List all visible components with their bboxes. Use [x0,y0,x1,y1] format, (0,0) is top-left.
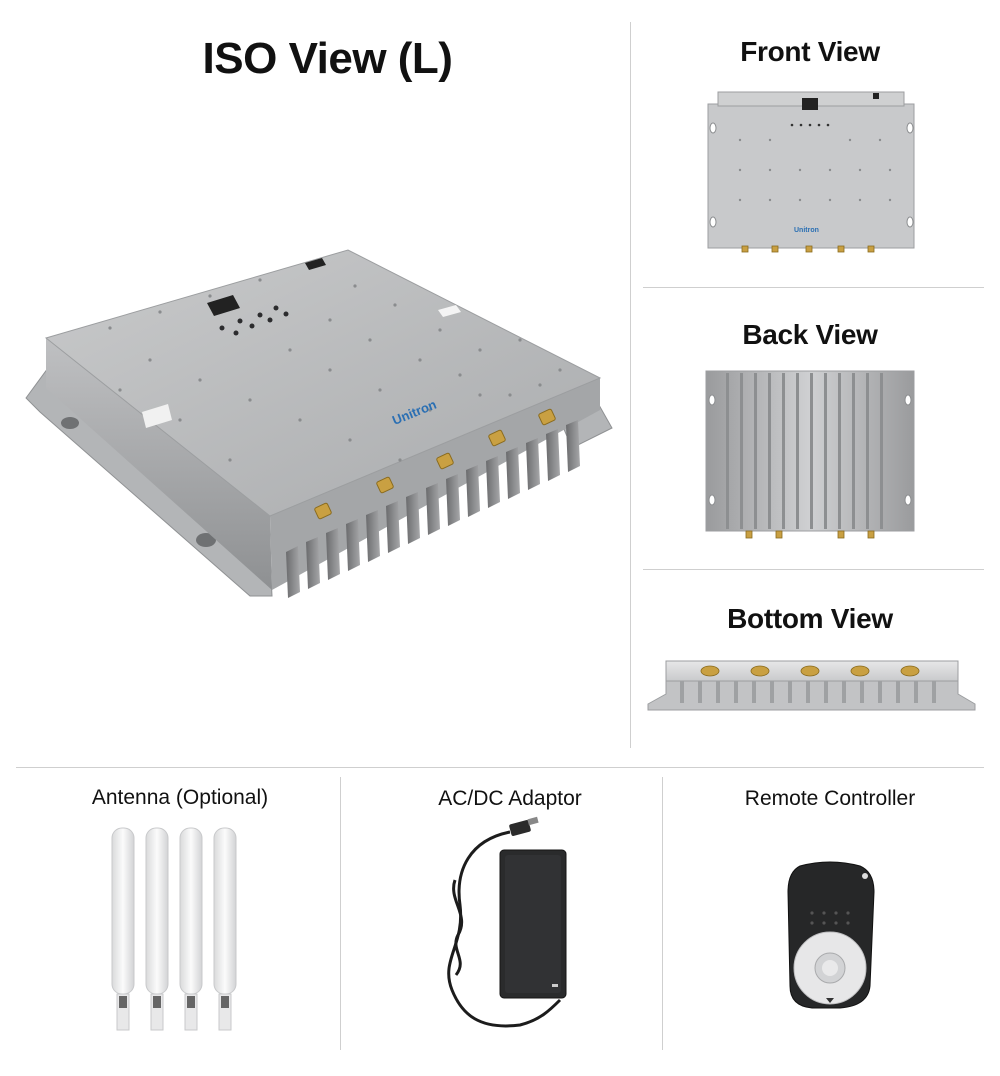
remote-title: Remote Controller [744,787,916,810]
back-view-title: Back View [742,319,878,350]
divider-accessory-2 [662,777,663,1050]
front-view-title: Front View [740,36,880,67]
antenna-title: Antenna (Optional) [91,786,269,809]
divider-main-accessories [16,767,984,768]
divider-vertical-top [630,22,631,748]
adaptor-title: AC/DC Adaptor [438,787,582,810]
divider-front-back [643,287,984,288]
iso-view-title: ISO View (L) [202,34,453,83]
bottom-view-title: Bottom View [727,603,893,634]
svg-text:Unitron: Unitron [794,227,819,234]
divider-accessory-1 [340,777,341,1050]
divider-back-bottom [643,569,984,570]
